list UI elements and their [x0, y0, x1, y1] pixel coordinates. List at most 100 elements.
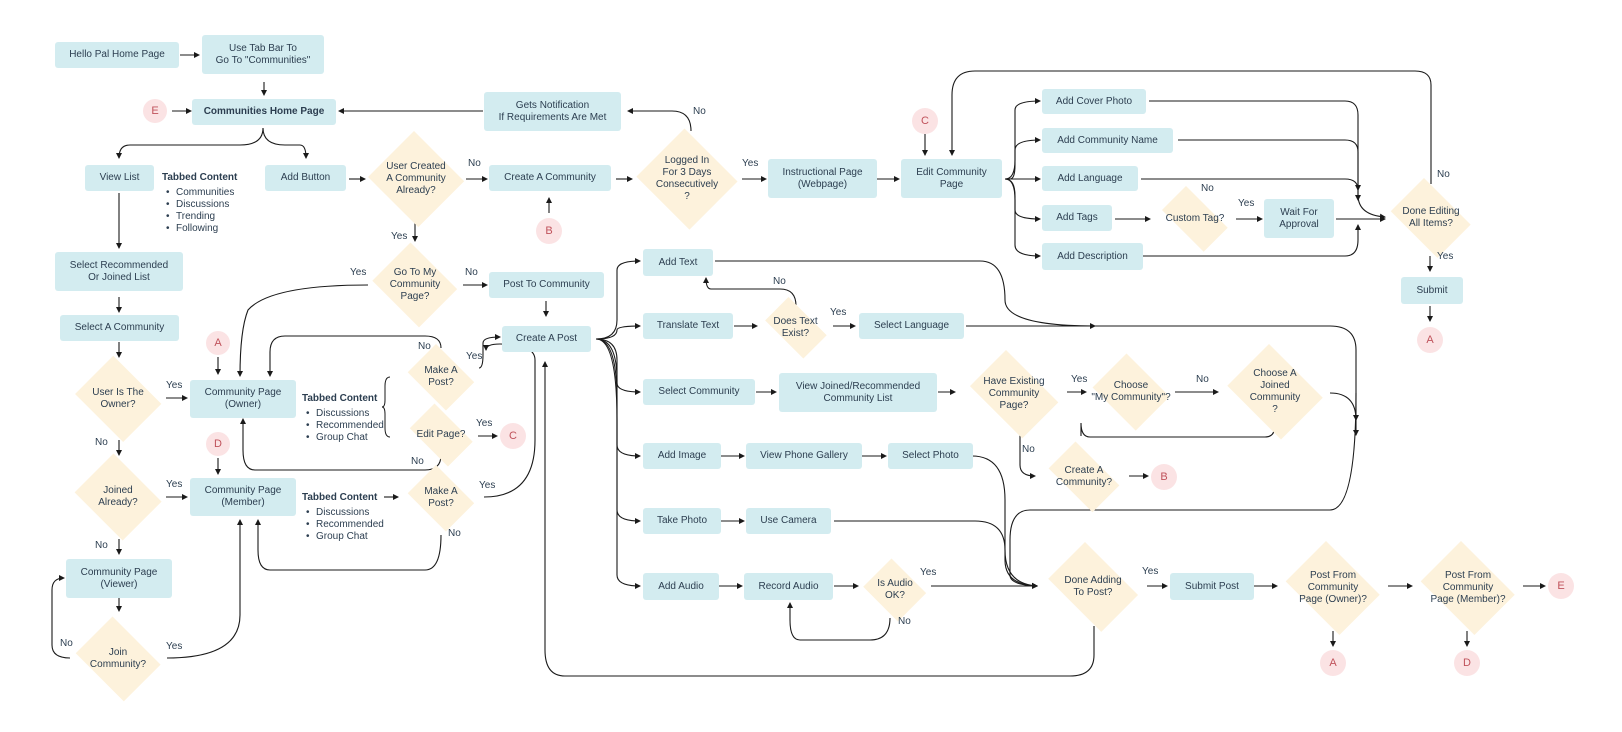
- tabbed-title: Tabbed Content: [162, 172, 238, 183]
- tabbed-item: Discussions: [166, 199, 237, 211]
- node-home: Hello Pal Home Page: [55, 42, 179, 68]
- decision-label: Go To My Community Page?: [389, 267, 441, 302]
- decision-gotomy: Go To My Community Page?: [368, 247, 462, 323]
- decision-usercreated: User Created A Community Already?: [366, 133, 466, 225]
- node-commmember: Community Page (Member): [190, 478, 296, 516]
- node-selectcomm: Select A Community: [60, 315, 179, 341]
- tabbed-content-owner: Tabbed Content Discussions Recommended G…: [302, 393, 384, 444]
- edge: [703, 277, 797, 307]
- edge: [1019, 430, 1036, 479]
- node-editcomm: Edit Community Page: [901, 159, 1002, 198]
- node-waitapproval: Wait For Approval: [1264, 199, 1334, 238]
- edge: [834, 520, 1038, 589]
- connector-b-top: B: [536, 218, 562, 244]
- edge-label-yes: Yes: [166, 641, 183, 652]
- decision-label: Have Existing Community Page?: [983, 376, 1045, 411]
- node-commviewer: Community Page (Viewer): [66, 559, 172, 598]
- edge-label-yes: Yes: [1142, 566, 1159, 577]
- edge-label-no: No: [1196, 374, 1209, 385]
- decision-haveexisting: Have Existing Community Page?: [962, 358, 1066, 430]
- decision-doestext: Does Text Exist?: [757, 304, 834, 351]
- edge: [267, 335, 442, 377]
- edge-label-yes: Yes: [466, 351, 483, 362]
- decision-postmember: Post From Community Page (Member)?: [1414, 548, 1522, 628]
- decision-doneadding: Done Adding To Post?: [1040, 550, 1146, 624]
- edge-label-no: No: [1022, 444, 1035, 455]
- decision-audiook: Is Audio OK?: [860, 562, 930, 618]
- edge-label-no: No: [411, 456, 424, 467]
- edge: [262, 127, 309, 159]
- node-commowner: Community Page (Owner): [190, 380, 296, 418]
- edge-label-no: No: [1201, 183, 1214, 194]
- edge-label-yes: Yes: [1071, 374, 1088, 385]
- edge: [627, 108, 692, 132]
- decision-label: Choose "My Community"?: [1091, 380, 1171, 403]
- decision-label: Make A Post?: [424, 365, 458, 388]
- node-viewlist: View List: [85, 165, 154, 191]
- edge-label-no: No: [95, 540, 108, 551]
- tabbed-content-list: Tabbed Content Communities Discussions T…: [162, 172, 237, 235]
- edge: [1143, 224, 1361, 257]
- edge: [595, 338, 641, 395]
- edge: [966, 325, 1359, 436]
- edge-label-yes: Yes: [920, 567, 937, 578]
- decision-customtag: Custom Tag?: [1153, 195, 1237, 243]
- edge: [971, 455, 1038, 589]
- edge: [255, 519, 442, 571]
- edge: [116, 127, 264, 159]
- node-viewgallery: View Phone Gallery: [746, 443, 862, 469]
- edge-label-yes: Yes: [166, 479, 183, 490]
- tabbed-item: Group Chat: [306, 432, 384, 444]
- edge-label-no: No: [1437, 169, 1450, 180]
- edge: [240, 418, 442, 471]
- edge-label-yes: Yes: [476, 418, 493, 429]
- tabbed-item: Discussions: [306, 507, 384, 519]
- node-selectphoto: Select Photo: [888, 443, 973, 469]
- node-translate: Translate Text: [643, 313, 733, 339]
- node-addtags: Add Tags: [1042, 205, 1112, 231]
- decision-label: Join Community?: [89, 647, 147, 670]
- edge: [949, 70, 1432, 184]
- node-selectlang: Select Language: [859, 313, 964, 339]
- edge-label-no: No: [468, 158, 481, 169]
- decision-postowner: Post From Community Page (Owner)?: [1279, 548, 1387, 628]
- edge-label-yes: Yes: [479, 480, 496, 491]
- tabbed-item: Trending: [166, 211, 237, 223]
- node-commhome: Communities Home Page: [192, 99, 336, 125]
- edge: [166, 519, 243, 659]
- edge: [478, 334, 501, 369]
- decision-label: Post From Community Page (Member)?: [1430, 570, 1506, 605]
- edge-label-yes: Yes: [391, 231, 408, 242]
- tabbed-title: Tabbed Content: [302, 492, 378, 503]
- edge: [51, 575, 71, 659]
- edge: [595, 258, 641, 340]
- edge: [1329, 392, 1359, 421]
- edge: [595, 338, 641, 524]
- tabbed-item: Discussions: [306, 408, 384, 420]
- edge: [595, 338, 641, 459]
- decision-label: Edit Page?: [416, 429, 466, 440]
- edge-label-yes: Yes: [350, 267, 367, 278]
- node-submit: Submit: [1401, 277, 1463, 304]
- edge: [787, 602, 891, 641]
- connector-e-right: E: [1548, 573, 1574, 599]
- node-createpost: Create A Post: [502, 326, 591, 352]
- tabbed-item: Recommended: [306, 420, 384, 432]
- decision-label: Done Adding To Post?: [1064, 575, 1122, 598]
- edge-label-no: No: [448, 528, 461, 539]
- connector-a-left: A: [206, 331, 230, 355]
- node-addname: Add Community Name: [1042, 128, 1173, 153]
- decision-createcommq: Create A Community?: [1040, 450, 1128, 504]
- tabbed-item: Following: [166, 223, 237, 235]
- node-createcomm: Create A Community: [489, 165, 611, 191]
- decision-doneediting: Done Editing All Items?: [1384, 185, 1478, 251]
- edge: [1141, 178, 1361, 191]
- decision-label: Is Audio OK?: [877, 578, 913, 601]
- decision-loggedin: Logged In For 3 Days Consecutively ?: [634, 131, 740, 227]
- decision-label: Joined Already?: [98, 485, 138, 508]
- edge-label-no: No: [418, 341, 431, 352]
- edge-label-yes: Yes: [742, 158, 759, 169]
- decision-editpage: Edit Page?: [403, 410, 479, 460]
